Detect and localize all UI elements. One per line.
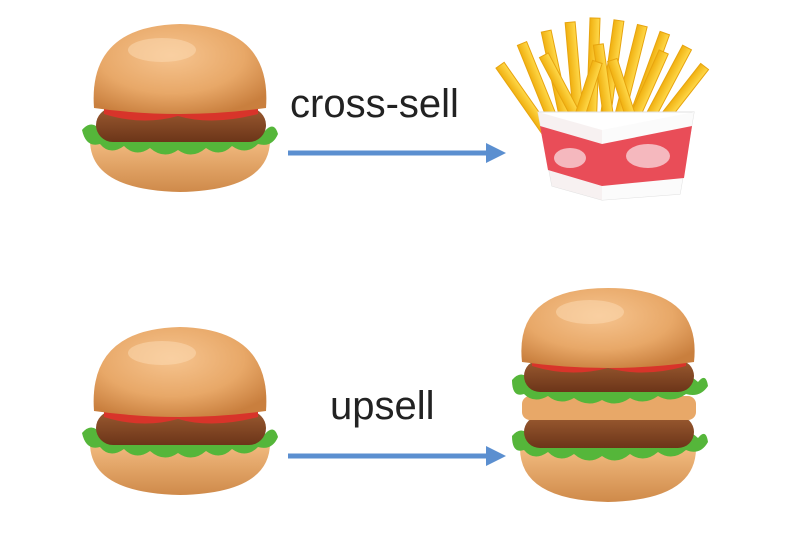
cross-sell-arrow	[288, 143, 506, 163]
burger-icon	[82, 24, 278, 192]
burger-icon-bottom	[82, 327, 278, 495]
upsell-arrow	[288, 446, 506, 466]
cross-sell-label: cross-sell	[290, 82, 459, 126]
fries-icon	[495, 17, 710, 201]
double-burger-icon	[512, 288, 708, 502]
upsell-label: upsell	[330, 384, 435, 428]
